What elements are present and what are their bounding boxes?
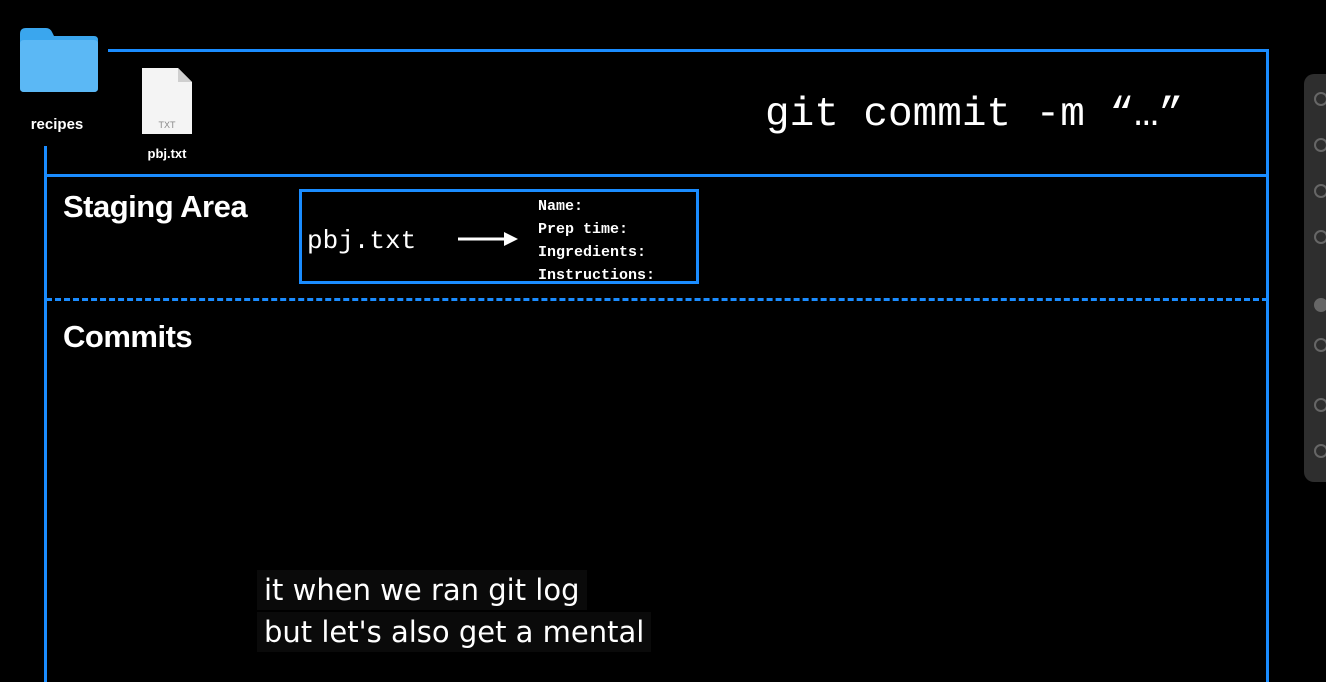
commits-divider-dashed (46, 298, 1268, 301)
toolbar-icon[interactable] (1314, 298, 1326, 312)
field-ingredients: Ingredients: (538, 244, 647, 261)
field-prep-time: Prep time: (538, 221, 629, 238)
toolbar-icon[interactable] (1314, 92, 1326, 106)
caption-line-1: it when we ran git log (257, 570, 587, 610)
staging-divider-line (44, 174, 1269, 177)
toolbar-icon[interactable] (1314, 398, 1326, 412)
folder-icon[interactable] (18, 26, 100, 94)
toolbar-icon[interactable] (1314, 444, 1326, 458)
git-command: git commit -m “…” (765, 92, 1184, 138)
file-label: pbj.txt (147, 146, 187, 161)
toolbar-icon[interactable] (1314, 184, 1326, 198)
caption-line-2: but let's also get a mental (257, 612, 652, 652)
staged-file-name: pbj.txt (307, 226, 417, 256)
folder-label: recipes (30, 116, 84, 133)
staging-area-title: Staging Area (63, 189, 248, 224)
commits-title: Commits (63, 319, 193, 354)
side-toolbar[interactable] (1304, 74, 1326, 482)
file-fields: Name: Prep time: Ingredients: Instructio… (538, 195, 655, 287)
toolbar-icon[interactable] (1314, 338, 1326, 352)
toolbar-icon[interactable] (1314, 230, 1326, 244)
toolbar-icon[interactable] (1314, 138, 1326, 152)
arrow-icon (458, 230, 520, 248)
file-badge: TXT (159, 120, 177, 130)
field-instructions: Instructions: (538, 267, 656, 284)
text-file-icon[interactable]: TXT (140, 66, 194, 136)
frame-right-line (1266, 49, 1269, 682)
field-name: Name: (538, 198, 584, 215)
staged-file-box (299, 189, 699, 284)
frame-top-line (108, 49, 1269, 52)
frame-left-line (44, 146, 47, 682)
